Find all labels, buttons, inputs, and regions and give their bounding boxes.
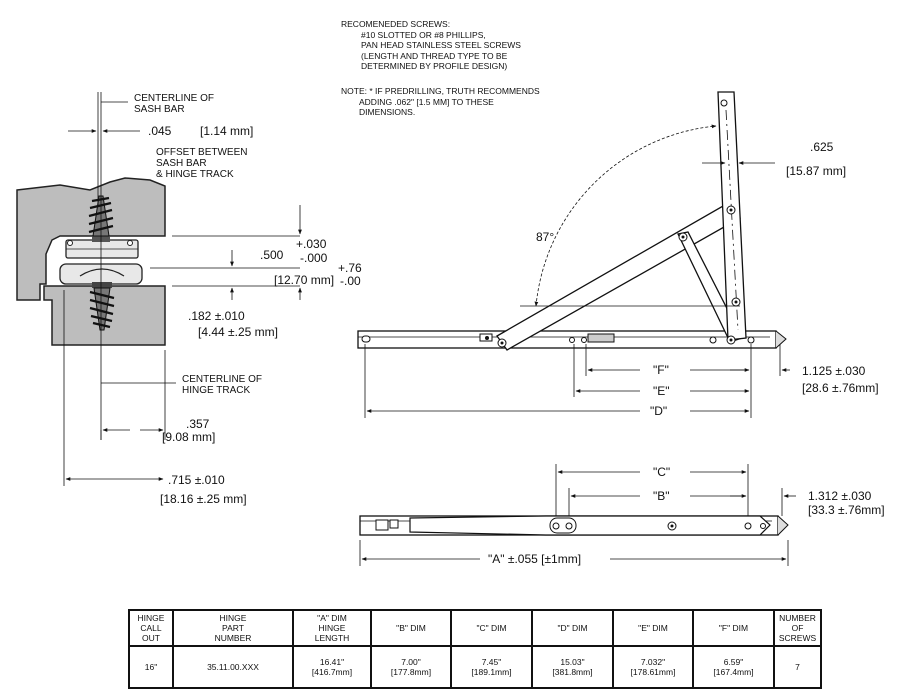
dim-625-mm: [15.87 mm] (786, 164, 846, 178)
dim-715-mm: [18.16 ±.25 mm] (160, 492, 247, 506)
dim-d-label: "D" (650, 404, 667, 418)
offset-label: & HINGE TRACK (156, 169, 234, 180)
predrill-note: NOTE: * IF PREDRILLING, TRUTH RECOMMENDS… (341, 86, 540, 118)
dim-045-mm: [1.14 mm] (200, 124, 253, 138)
dim-a-label: "A" ±.055 [±1mm] (488, 552, 581, 566)
cell-screws: 7 (773, 645, 822, 689)
dim-715: .715 ±.010 (168, 473, 225, 487)
tol-minus: -.000 (300, 251, 328, 265)
cell-e-dim: 7.032"[178.61mm] (612, 645, 694, 689)
cl-sash-label: SASH BAR (134, 104, 185, 115)
header-f-dim: "F" DIM (692, 609, 775, 647)
dim-500-mm: [12.70 mm] (274, 273, 334, 287)
header-d-dim: "D" DIM (531, 609, 614, 647)
dim-500: .500 (260, 248, 284, 262)
tol-mm-minus: -.00 (340, 274, 361, 288)
closed-arm (409, 515, 771, 536)
dim-1312-mm: [33.3 ±.76mm] (808, 503, 885, 517)
section-view (16, 92, 302, 486)
cell-c-dim: 7.45"[189.1mm] (450, 645, 533, 689)
cl-track-label: HINGE TRACK (182, 385, 250, 396)
screw-note: RECOMENEDED SCREWS: #10 SLOTTED OR #8 PH… (341, 19, 521, 72)
dim-182: .182 ±.010 (188, 309, 245, 323)
section-labels: CENTERLINE OF SASH BAR .045 [1.14 mm] OF… (134, 93, 362, 506)
dim-357: .357 (186, 417, 210, 431)
lower-screw (89, 282, 115, 331)
sash-profile (16, 177, 166, 301)
dim-c-label: "C" (653, 465, 670, 479)
cl-track-label: CENTERLINE OF (182, 374, 262, 385)
closed-view-labels: "C" "B" "A" ±.055 [±1mm] 1.312 ±.030 [33… (488, 465, 885, 566)
header-c-dim: "C" DIM (450, 609, 533, 647)
open-hinge-view (357, 91, 790, 418)
cell-callout: 16" (128, 645, 174, 689)
cl-sash-label: CENTERLINE OF (134, 93, 214, 104)
dim-b-label: "B" (653, 489, 670, 503)
cell-b-dim: 7.00"[177.8mm] (370, 645, 452, 689)
dim-1125: 1.125 ±.030 (802, 364, 866, 378)
dim-f-label: "F" (653, 363, 669, 377)
table-row: 16" 35.11.00.XXX 16.41"[416.7mm] 7.00"[1… (128, 645, 822, 689)
predrill-note-line: NOTE: * IF PREDRILLING, TRUTH RECOMMENDS (341, 86, 540, 96)
cell-d-dim: 15.03"[381.8mm] (531, 645, 614, 689)
dim-e-label: "E" (653, 384, 670, 398)
dim-045: .045 (148, 124, 172, 138)
screw-note-line: #10 SLOTTED OR #8 PHILLIPS, (361, 29, 486, 40)
predrill-note-line: ADDING .062" [1.5 MM] TO THESE (359, 96, 494, 107)
offset-label: OFFSET BETWEEN (156, 147, 248, 158)
open-view-labels: 87° .625 [15.87 mm] "F" "E" "D" 1.125 ±.… (536, 140, 879, 418)
dim-1312: 1.312 ±.030 (808, 489, 872, 503)
cell-f-dim: 6.59"[167.4mm] (692, 645, 775, 689)
screw-note-line: RECOMENEDED SCREWS: (341, 19, 451, 29)
predrill-note-line: DIMENSIONS. (359, 107, 416, 117)
dim-357-mm: [9.08 mm] (162, 430, 215, 444)
tol-mm-plus: +.76 (338, 261, 362, 275)
closed-hinge-view (359, 464, 796, 566)
cell-part-number: 35.11.00.XXX (172, 645, 294, 689)
header-e-dim: "E" DIM (612, 609, 694, 647)
screw-note-line: PAN HEAD STAINLESS STEEL SCREWS (361, 40, 521, 50)
header-b-dim: "B" DIM (370, 609, 452, 647)
screw-note-line: (LENGTH AND THREAD TYPE TO BE (361, 50, 508, 61)
screw-note-line: DETERMINED BY PROFILE DESIGN) (361, 61, 508, 71)
cell-a-dim: 16.41"[416.7mm] (292, 645, 372, 689)
dim-182-mm: [4.44 ±.25 mm] (198, 325, 278, 339)
dim-1125-mm: [28.6 ±.76mm] (802, 381, 879, 395)
dim-625: .625 (810, 140, 834, 154)
tol-plus: +.030 (296, 237, 327, 251)
angle-label: 87° (536, 230, 554, 244)
offset-label: SASH BAR (156, 158, 207, 169)
